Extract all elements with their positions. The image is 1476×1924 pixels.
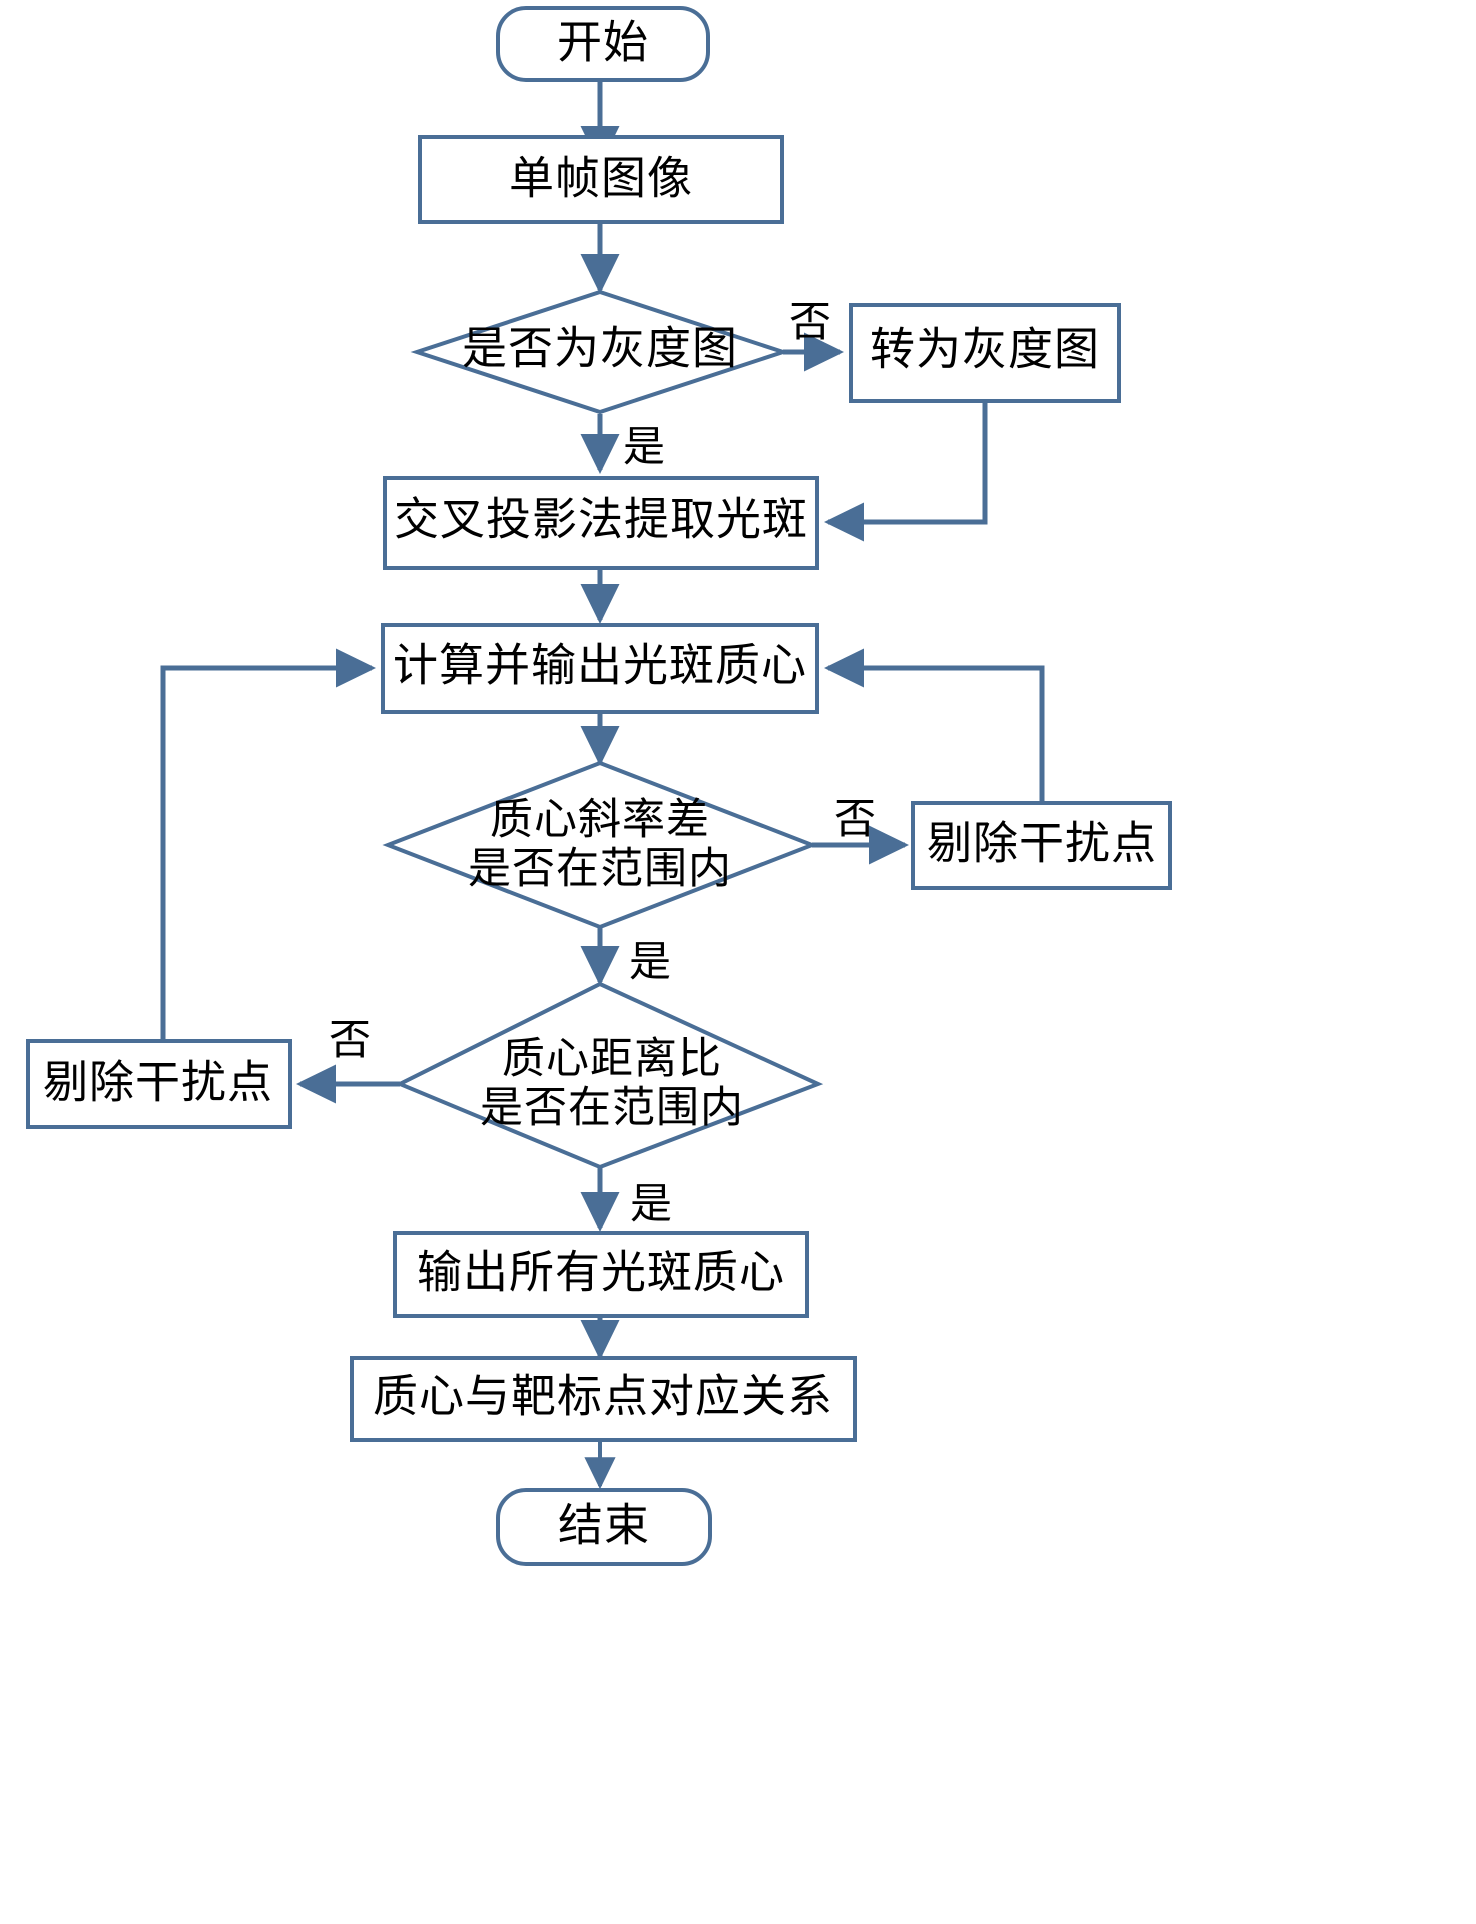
edge-convert-to-cross-projection	[823, 402, 988, 542]
edge-label-dist-yes: 是	[630, 1179, 672, 1228]
node-remove-interference-left-shape	[26, 1039, 292, 1129]
node-dist-check[interactable]: 质心距离比 是否在范围内	[395, 981, 824, 1170]
node-output-all-shape	[393, 1231, 809, 1318]
node-single-frame[interactable]: 单帧图像	[418, 135, 784, 224]
edge-label-slope-yes: 是	[629, 937, 671, 986]
node-cross-projection[interactable]: 交叉投影法提取光斑	[383, 476, 819, 570]
node-output-all[interactable]: 输出所有光斑质心	[393, 1231, 809, 1318]
node-start-label: 开始	[557, 16, 649, 69]
node-dist-check-label-line1: 质心距离比	[502, 1034, 722, 1084]
node-remove-interference-left-label: 剔除干扰点	[43, 1056, 273, 1109]
node-dist-check-shape	[395, 981, 824, 1170]
node-slope-check-label-line1: 质心斜率差	[490, 795, 710, 845]
node-is-gray-shape	[410, 289, 790, 415]
node-convert-to-gray-shape	[849, 303, 1121, 403]
node-is-gray[interactable]: 是否为灰度图	[410, 289, 790, 415]
node-remove-interference-right-shape	[911, 801, 1172, 890]
node-mapping[interactable]: 质心与靶标点对应关系	[350, 1356, 857, 1442]
node-convert-to-gray-label: 转为灰度图	[870, 323, 1100, 376]
edge-label-slope-no: 否	[834, 794, 876, 843]
node-single-frame-shape	[418, 135, 784, 224]
node-end-label: 结束	[558, 1499, 650, 1552]
node-remove-interference-right-label: 剔除干扰点	[927, 817, 1157, 870]
node-cross-projection-label: 交叉投影法提取光斑	[394, 493, 808, 546]
edge-label-is-gray-yes: 是	[623, 422, 665, 471]
node-mapping-label: 质心与靶标点对应关系	[373, 1370, 833, 1423]
node-calc-centroid-shape	[381, 623, 819, 714]
edge-remove-right-to-calc-centroid	[823, 648, 1045, 805]
node-slope-check[interactable]: 质心斜率差 是否在范围内	[382, 760, 818, 930]
edge-label-dist-no: 否	[329, 1015, 371, 1064]
edge-label-is-gray-no: 否	[789, 297, 831, 346]
node-slope-check-label-line2: 是否在范围内	[468, 844, 732, 894]
node-mapping-shape	[350, 1356, 857, 1442]
node-is-gray-label: 是否为灰度图	[462, 322, 738, 375]
node-output-all-label: 输出所有光斑质心	[417, 1246, 785, 1299]
node-dist-check-label-line2: 是否在范围内	[480, 1083, 744, 1133]
node-remove-interference-left[interactable]: 剔除干扰点	[26, 1039, 292, 1129]
edge-remove-left-to-calc-centroid	[160, 648, 377, 1043]
node-slope-check-shape	[382, 760, 818, 930]
node-calc-centroid-label: 计算并输出光斑质心	[393, 639, 807, 692]
node-remove-interference-right[interactable]: 剔除干扰点	[911, 801, 1172, 890]
node-cross-projection-shape	[383, 476, 819, 570]
node-start[interactable]: 开始	[496, 6, 710, 82]
node-start-shape	[496, 6, 710, 82]
node-end[interactable]: 结束	[496, 1488, 712, 1566]
node-calc-centroid[interactable]: 计算并输出光斑质心	[381, 623, 819, 714]
node-single-frame-label: 单帧图像	[509, 152, 693, 205]
node-end-shape	[496, 1488, 712, 1566]
node-convert-to-gray[interactable]: 转为灰度图	[849, 303, 1121, 403]
